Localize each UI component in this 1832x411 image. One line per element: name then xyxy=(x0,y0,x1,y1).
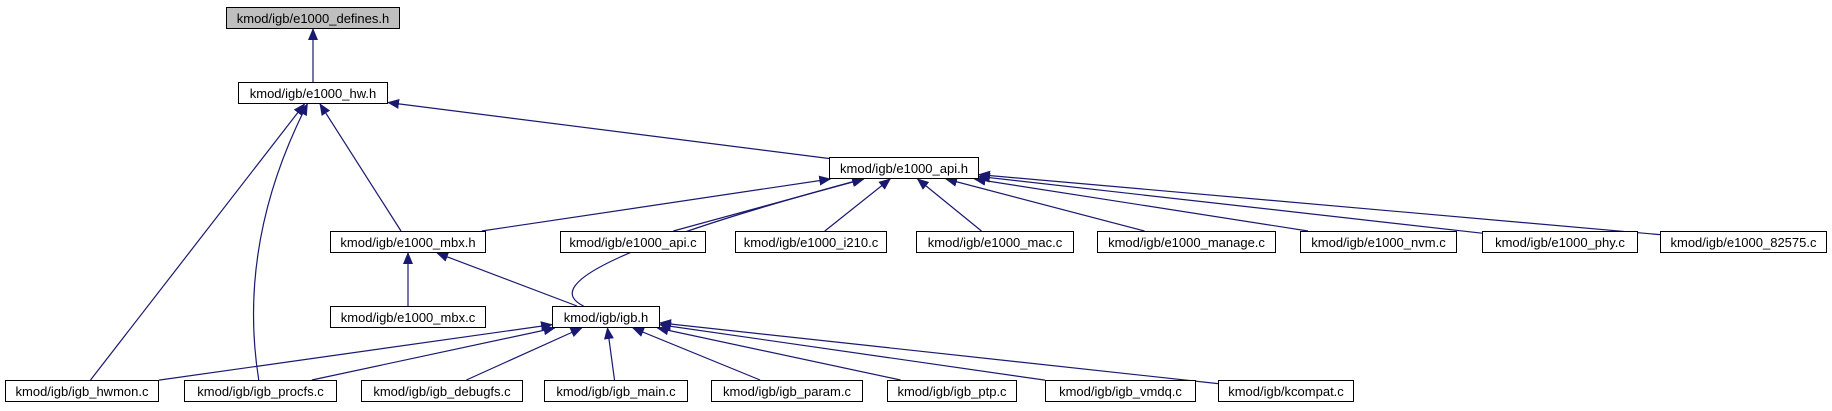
edge-igb-h-to-e1000-mbx-h xyxy=(436,252,578,307)
node-e1000-mbx-c[interactable]: kmod/igb/e1000_mbx.c xyxy=(330,306,486,328)
edge-igb-hwmon-c-to-e1000-hw-h xyxy=(90,103,306,381)
node-e1000-phy-c[interactable]: kmod/igb/e1000_phy.c xyxy=(1482,231,1638,253)
node-igb-h[interactable]: kmod/igb/igb.h xyxy=(552,306,660,328)
edge-e1000-82575-c-to-e1000-api-h xyxy=(978,170,1661,236)
edge-e1000-mbx-h-to-e1000-hw-h xyxy=(319,103,402,232)
node-igb-main-c[interactable]: kmod/igb/igb_main.c xyxy=(544,380,688,402)
edge-igb-hwmon-c-to-igb-h xyxy=(158,321,553,381)
node-e1000-i210-c[interactable]: kmod/igb/e1000_i210.c xyxy=(735,231,887,253)
edge-e1000-mac-c-to-e1000-api-h xyxy=(916,178,982,232)
node-igb-param-c[interactable]: kmod/igb/igb_param.c xyxy=(711,380,863,402)
node-igb-vmdq-c[interactable]: kmod/igb/igb_vmdq.c xyxy=(1045,380,1196,402)
edge-igb-main-c-to-igb-h xyxy=(604,327,616,381)
edge-igb-procfs-c-to-e1000-hw-h xyxy=(252,103,308,381)
edge-e1000-phy-c-to-e1000-api-h xyxy=(978,172,1483,234)
edge-igb-debugfs-c-to-igb-h xyxy=(466,327,583,381)
edge-igb-param-c-to-igb-h xyxy=(631,327,761,381)
edge-igb-vmdq-c-to-igb-h xyxy=(659,321,1046,381)
node-igb-procfs-c[interactable]: kmod/igb/igb_procfs.c xyxy=(184,380,337,402)
node-e1000-manage-c[interactable]: kmod/igb/e1000_manage.c xyxy=(1097,231,1276,253)
node-e1000-defines-h: kmod/igb/e1000_defines.h xyxy=(226,7,400,29)
node-e1000-api-c[interactable]: kmod/igb/e1000_api.c xyxy=(560,231,706,253)
edge-igb-ptp-c-to-igb-h xyxy=(656,325,901,381)
node-kcompat-c[interactable]: kmod/igb/kcompat.c xyxy=(1218,380,1354,402)
node-e1000-mac-c[interactable]: kmod/igb/e1000_mac.c xyxy=(916,231,1074,253)
edge-igb-h-to-e1000-api-h xyxy=(571,177,865,307)
node-e1000-nvm-c[interactable]: kmod/igb/e1000_nvm.c xyxy=(1300,231,1457,253)
node-igb-hwmon-c[interactable]: kmod/igb/igb_hwmon.c xyxy=(5,380,159,402)
node-e1000-api-h[interactable]: kmod/igb/e1000_api.h xyxy=(829,157,979,179)
node-igb-ptp-c[interactable]: kmod/igb/igb_ptp.c xyxy=(887,380,1017,402)
node-igb-debugfs-c[interactable]: kmod/igb/igb_debugfs.c xyxy=(361,380,523,402)
node-e1000-mbx-h[interactable]: kmod/igb/e1000_mbx.h xyxy=(330,231,486,253)
edge-igb-procfs-c-to-igb-h xyxy=(311,325,556,381)
edge-e1000-manage-c-to-e1000-api-h xyxy=(945,176,1145,232)
edge-kcompat-c-to-igb-h xyxy=(659,319,1219,385)
edge-e1000-nvm-c-to-e1000-api-h xyxy=(973,175,1309,232)
edge-e1000-mbx-h-to-e1000-api-h xyxy=(481,175,832,232)
edge-e1000-i210-c-to-e1000-api-h xyxy=(824,178,891,232)
edge-e1000-api-h-to-e1000-hw-h xyxy=(387,98,830,160)
node-e1000-hw-h[interactable]: kmod/igb/e1000_hw.h xyxy=(238,82,388,104)
node-e1000-82575-c[interactable]: kmod/igb/e1000_82575.c xyxy=(1660,231,1827,253)
